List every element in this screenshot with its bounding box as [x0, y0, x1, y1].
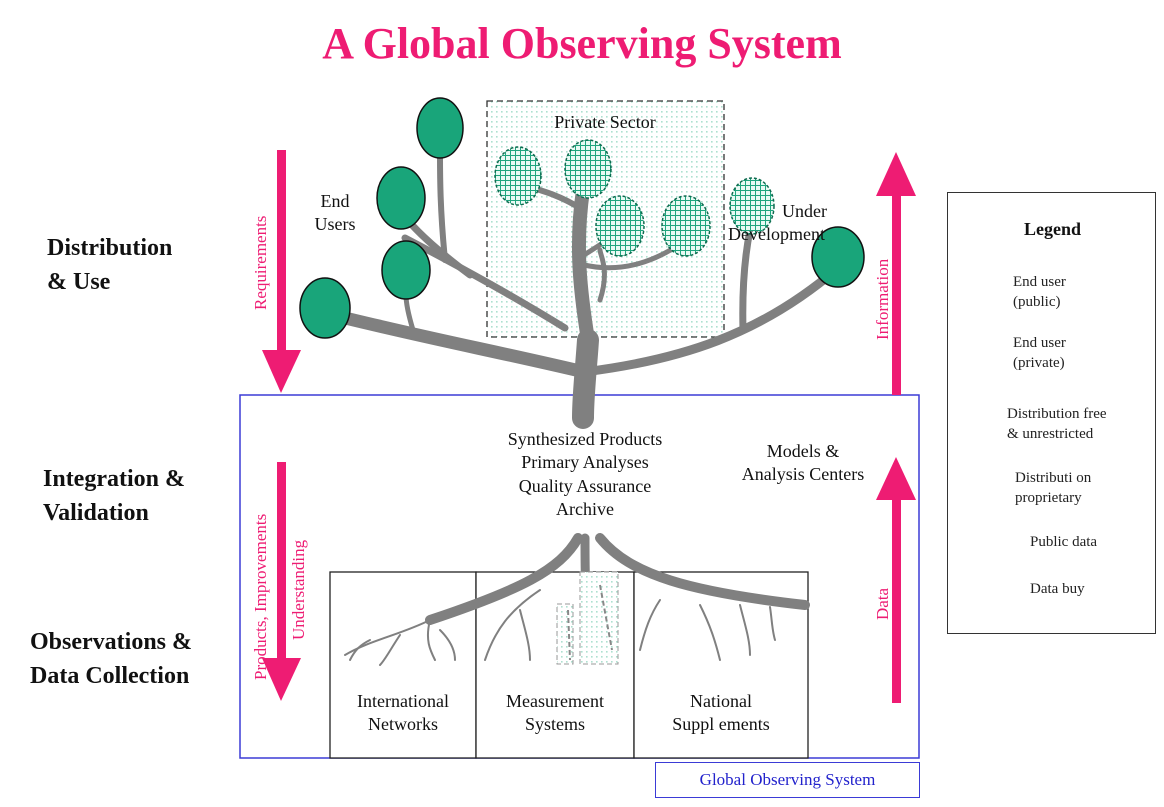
legend-data-buy-text: Data buy: [1030, 581, 1085, 597]
international-networks-label: International Networks: [330, 690, 476, 737]
legend-public-text: End user (public): [1013, 272, 1066, 313]
products-arrow: [262, 462, 301, 701]
center-line-3: Quality Assurance: [518, 475, 652, 496]
legend-private-text: End user (private): [1013, 333, 1066, 374]
private-user-4: [661, 195, 711, 257]
legend-dist-prop-line-1: Distributi on: [1015, 470, 1092, 486]
legend-dist-prop-text: Distributi on proprietary: [1015, 468, 1091, 509]
legend-dist-free-line-1: Distribution free: [1007, 406, 1107, 422]
legend-panel: Legend: [947, 192, 1156, 634]
arrows: [262, 150, 916, 703]
end-users-line-1: End: [320, 191, 350, 211]
information-label: Information: [873, 258, 892, 340]
legend-public-data-text: Public data: [1030, 534, 1098, 550]
public-user-5: [811, 226, 865, 288]
public-user-3: [376, 166, 426, 230]
root-boxes: [329, 571, 809, 759]
national-line-2: Suppl ements: [672, 714, 770, 735]
products-improvements-label: Products, Improvements: [251, 514, 270, 680]
end-users-label: End Users: [300, 190, 370, 237]
integration-line-2: Validation: [43, 499, 149, 526]
international-line-2: Networks: [368, 714, 438, 735]
requirements-arrow: [262, 150, 301, 393]
observations-line-2: Data Collection: [30, 662, 190, 689]
information-arrow: [876, 152, 916, 395]
national-supplements-label: National Suppl ements: [634, 690, 808, 737]
measurement-line-1: Measurement: [506, 691, 604, 711]
under-development-line-1: Under: [782, 201, 827, 221]
models-line-2: Analysis Centers: [741, 464, 865, 485]
observations-line-1: Observations &: [30, 629, 192, 655]
distribution-use-heading: Distribution & Use: [47, 232, 172, 299]
integration-validation-heading: Integration & Validation: [43, 463, 185, 530]
private-end-users: [494, 139, 775, 257]
end-users-line-2: Users: [314, 214, 356, 235]
international-line-1: International: [357, 691, 449, 711]
data-label: Data: [873, 587, 892, 620]
legend-public-line-1: End user: [1013, 274, 1066, 290]
page-title: A Global Observing System: [322, 19, 842, 68]
distribution-line-2: & Use: [47, 268, 111, 295]
integration-line-1: Integration &: [43, 466, 185, 492]
models-centers-label: Models & Analysis Centers: [718, 440, 888, 487]
distribution-line-1: Distribution: [47, 235, 173, 261]
global-observing-system-label: Global Observing System: [655, 762, 920, 798]
private-user-5: [729, 177, 775, 235]
private-user-3: [595, 195, 645, 257]
public-user-2: [381, 240, 431, 300]
legend-dist-free-line-2: & unrestricted: [1007, 426, 1094, 443]
center-line-4: Archive: [556, 499, 614, 520]
observations-heading: Observations & Data Collection: [30, 626, 192, 693]
private-user-2: [564, 139, 612, 199]
legend-private-line-2: (private): [1013, 355, 1065, 372]
legend-private-line-1: End user: [1013, 335, 1066, 351]
measurement-line-2: Systems: [524, 714, 585, 735]
legend-public-line-2: (public): [1013, 294, 1061, 311]
requirements-label: Requirements: [251, 216, 270, 310]
measurement-systems-label: Measurement Systems: [476, 690, 634, 737]
legend-dist-prop-line-2: proprietary: [1015, 490, 1082, 507]
private-user-1: [494, 146, 542, 206]
understanding-label: Understanding: [289, 539, 308, 640]
national-line-1: National: [690, 691, 752, 711]
center-line-2: Primary Analyses: [521, 452, 649, 473]
public-user-1: [299, 277, 351, 339]
legend-dist-free-text: Distribution free & unrestricted: [1007, 404, 1107, 445]
data-buy-roots: [556, 571, 619, 665]
center-line-1: Synthesized Products: [507, 429, 663, 449]
legend-title: Legend: [1023, 219, 1081, 239]
under-development-line-2: Development: [728, 224, 825, 245]
data-arrow: [876, 457, 916, 703]
center-products-block: Synthesized Products Primary Analyses Qu…: [460, 428, 710, 522]
models-line-1: Models &: [766, 441, 840, 461]
under-development-label: Under Development: [728, 200, 858, 247]
public-end-users: [299, 97, 865, 339]
public-user-4: [416, 97, 464, 159]
private-sector-label: Private Sector: [554, 112, 656, 132]
